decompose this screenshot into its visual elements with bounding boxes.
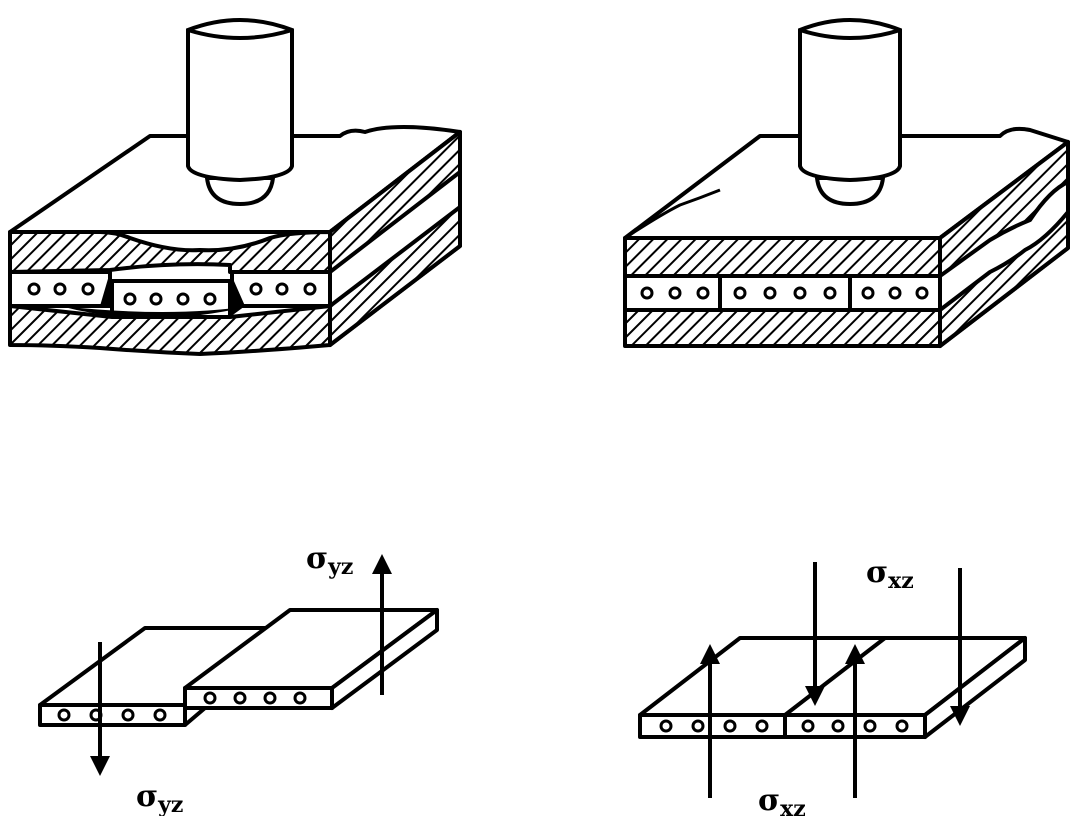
indenter-right bbox=[798, 18, 902, 207]
lower-ply-hatched bbox=[8, 304, 332, 356]
shear-yz-diagram bbox=[38, 554, 439, 776]
side-ply-lower bbox=[328, 205, 462, 347]
delamination-gap-right bbox=[230, 272, 245, 317]
indenter-shaft-left bbox=[186, 18, 294, 183]
plate-right-side bbox=[330, 608, 439, 710]
fibre-circles-center-block bbox=[123, 292, 217, 306]
label-sigma-yz-bottom: σyz bbox=[136, 779, 183, 816]
label-sigma-xz-top: σxz bbox=[866, 555, 914, 594]
fibre-circles-right-block bbox=[249, 282, 317, 296]
label-sigma-yz-top: σyz bbox=[306, 541, 353, 580]
plate-left-front bbox=[38, 703, 187, 727]
indenter-ball-left bbox=[204, 176, 276, 207]
indenter-left bbox=[186, 18, 294, 207]
laminate-indented-left bbox=[8, 125, 462, 356]
side-ply-upper-right bbox=[938, 140, 1070, 278]
label-sigma-xz-bottom: σxz bbox=[758, 783, 806, 816]
upper-ply-hatched-right bbox=[623, 236, 942, 278]
laminate-intact-right bbox=[623, 126, 1070, 348]
fibre-circles-left-block bbox=[27, 282, 95, 296]
delamination-gap-left bbox=[100, 272, 112, 306]
lower-ply-hatched-right bbox=[623, 308, 942, 348]
side-ply-upper bbox=[328, 130, 462, 274]
upper-ply-hatched bbox=[8, 230, 332, 274]
indenter-ball-right bbox=[814, 176, 886, 207]
fibre-circles-right-laminate bbox=[640, 286, 929, 300]
side-ply-lower-right bbox=[938, 210, 1070, 348]
shear-xz-diagram bbox=[638, 562, 1027, 798]
indenter-shaft-right bbox=[798, 18, 902, 183]
